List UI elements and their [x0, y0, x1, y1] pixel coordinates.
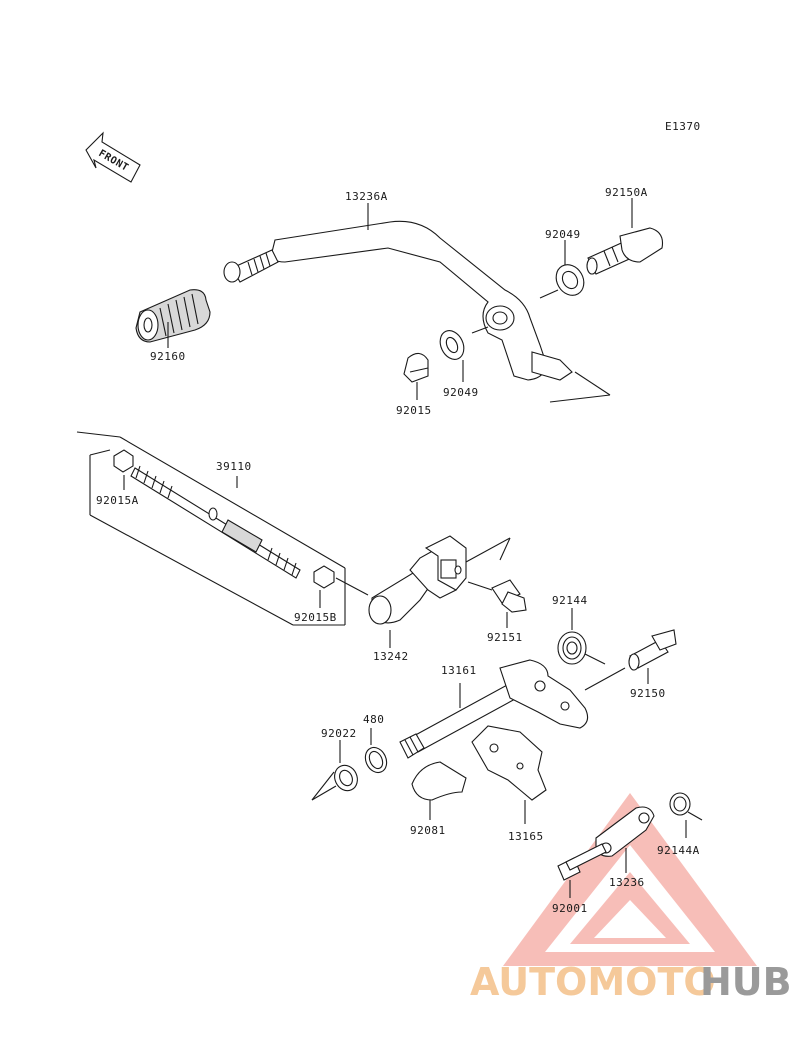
- cap-nut-drawing: [403, 352, 429, 383]
- part-label-92015A: 92015A: [96, 494, 139, 507]
- part-label-92022: 92022: [321, 727, 357, 740]
- part-label-92160: 92160: [150, 350, 186, 363]
- part-label-480: 480: [363, 713, 384, 726]
- leader-lines-upper: [167, 198, 633, 403]
- part-label-13242: 13242: [373, 650, 409, 663]
- part-label-13236A: 13236A: [345, 190, 388, 203]
- pivot-bolt-drawing: [586, 227, 664, 275]
- front-arrow-icon: FRONT: [85, 131, 141, 183]
- brake-pedal-drawing: [223, 220, 573, 381]
- stopper-bolt-drawing: [584, 629, 677, 691]
- washer-shaft-drawing: [311, 740, 358, 801]
- guide-plate-drawing: [471, 725, 547, 824]
- part-label-92151: 92151: [487, 631, 523, 644]
- part-label-92049-lower: 92049: [443, 386, 479, 399]
- part-label-92150A: 92150A: [605, 186, 648, 199]
- washer-upper-drawing: [555, 264, 585, 296]
- shift-lever-drawing: [368, 535, 467, 625]
- part-label-92015: 92015: [396, 404, 432, 417]
- watermark-logo-icon: [503, 793, 757, 966]
- pawl-bolt-drawing: [557, 843, 607, 898]
- pedal-rubber-drawing: [135, 289, 211, 343]
- diagram-code: E1370: [665, 120, 701, 133]
- watermark-brand: AUTOMOTO HUB: [470, 960, 792, 1004]
- leader-lines-lever: [389, 537, 511, 648]
- circlip-drawing: [364, 728, 388, 774]
- part-label-13236: 13236: [609, 876, 645, 889]
- shift-shaft-drawing: [399, 659, 589, 759]
- lever-bolt-drawing: [491, 579, 527, 628]
- clip-drawing: [411, 761, 467, 820]
- part-label-13165: 13165: [508, 830, 544, 843]
- part-label-92015B: 92015B: [294, 611, 337, 624]
- nut-b-drawing: [313, 565, 335, 589]
- washer-lower-drawing: [439, 330, 465, 360]
- part-label-92081: 92081: [410, 824, 446, 837]
- watermark-brand-part1: AUTOMOTO: [470, 960, 716, 1004]
- watermark-brand-part2: HUB: [700, 960, 792, 1004]
- nut-a-drawing: [113, 449, 134, 473]
- return-spring-drawing: [557, 608, 606, 665]
- part-label-92150: 92150: [630, 687, 666, 700]
- leader-lines-rod: [76, 431, 369, 626]
- part-label-92144A: 92144A: [657, 844, 700, 857]
- brake-rod-drawing: [130, 465, 301, 579]
- part-label-92049-upper: 92049: [545, 228, 581, 241]
- part-label-39110: 39110: [216, 460, 252, 473]
- part-label-92001: 92001: [552, 902, 588, 915]
- pawl-spring-drawing: [669, 792, 703, 838]
- part-label-13161: 13161: [441, 664, 477, 677]
- part-label-92144: 92144: [552, 594, 588, 607]
